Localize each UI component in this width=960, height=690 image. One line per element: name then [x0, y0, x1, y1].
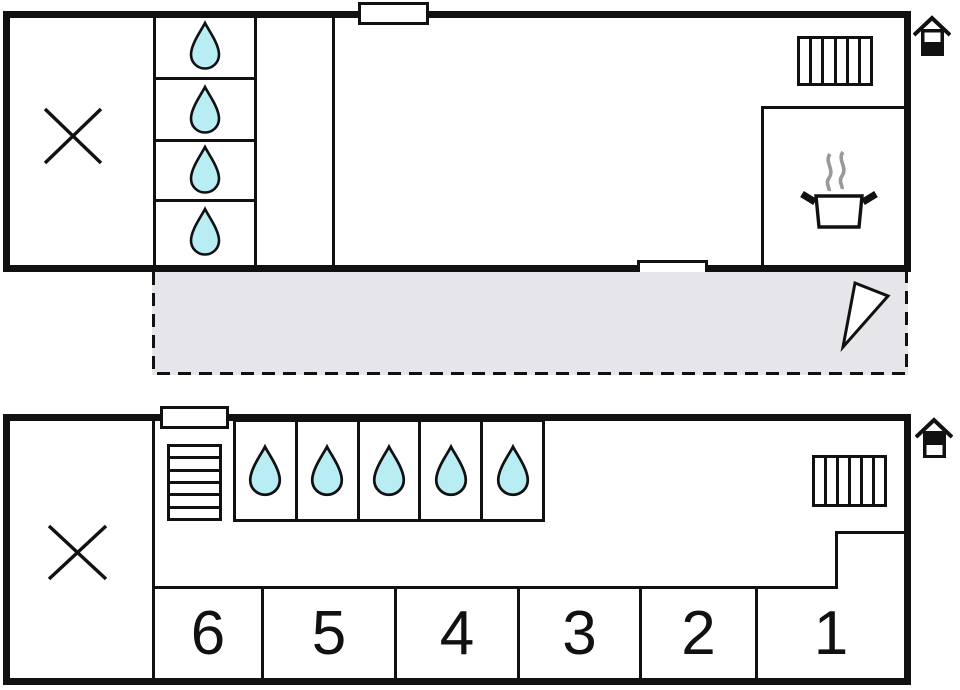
terrace: [152, 272, 908, 375]
house-level-icon: [915, 417, 953, 458]
room-5: 5: [264, 589, 394, 679]
shower-cell: [421, 422, 481, 519]
water-drop-icon: [434, 443, 467, 496]
room-label: 6: [190, 599, 226, 668]
water-drop-icon: [249, 443, 282, 496]
wall: [254, 16, 257, 266]
wall: [152, 586, 838, 589]
water-drop-icon: [311, 443, 344, 496]
water-drop-icon: [372, 443, 406, 496]
radiator-icon: [812, 455, 887, 507]
steam-icon: [838, 150, 846, 190]
room-4: 4: [397, 589, 517, 679]
room-label: 3: [562, 599, 597, 668]
window: [358, 2, 429, 25]
radiator-icon: [797, 36, 873, 86]
wall: [835, 531, 838, 589]
steam-icon: [825, 152, 833, 192]
wall: [394, 589, 397, 679]
upper-floor-outline: [3, 11, 911, 272]
stairs-icon: [167, 444, 222, 521]
wall: [261, 589, 264, 679]
wall: [156, 139, 254, 142]
room-label: 2: [681, 599, 716, 668]
room-label: 4: [439, 599, 475, 668]
room-6: 6: [155, 589, 261, 679]
window: [160, 406, 229, 429]
cooking-pot-icon: [800, 150, 878, 229]
x-mark-icon: [47, 524, 108, 581]
x-mark-icon: [43, 107, 103, 165]
kitchen-wall: [761, 106, 904, 109]
terrace-dashed-border: [152, 272, 908, 375]
water-drop-icon: [189, 84, 221, 134]
house-level-icon: [913, 15, 951, 56]
shower-cell: [359, 422, 419, 519]
shower-cell: [297, 422, 357, 519]
shower-cells: [233, 419, 545, 522]
wall: [639, 589, 642, 679]
wall: [517, 589, 520, 679]
wall: [152, 419, 155, 678]
wall: [835, 531, 906, 534]
shower-cell: [236, 422, 295, 519]
water-drop-icon: [189, 206, 221, 256]
shower-cell: [483, 422, 542, 519]
room-3: 3: [520, 589, 639, 679]
kitchen-wall: [761, 106, 764, 266]
room-label: 1: [813, 599, 849, 668]
room-1: 1: [758, 589, 904, 679]
wall: [156, 77, 254, 80]
wall: [755, 589, 758, 679]
room-2: 2: [642, 589, 755, 679]
water-drop-icon: [189, 20, 221, 70]
water-drop-icon: [496, 443, 529, 496]
wall: [332, 16, 335, 266]
water-drop-icon: [189, 144, 221, 194]
wall: [153, 16, 156, 266]
room-label: 5: [311, 599, 347, 668]
door-swing-icon: [840, 280, 891, 352]
wall: [156, 199, 254, 202]
